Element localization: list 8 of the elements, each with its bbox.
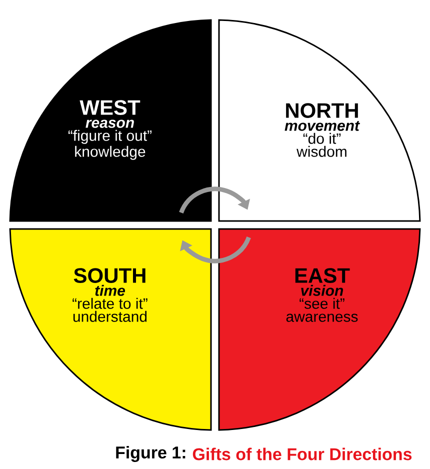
quadrant: WEST reason “figure it out” knowledge — [9, 19, 212, 222]
quadrant: EAST vision “see it” awareness — [218, 228, 421, 431]
figure-label: Figure 1: — [116, 446, 186, 462]
caption: Gifts of the Four Directions — [192, 448, 412, 460]
quadrant: NORTH movement “do it” wisdom — [218, 19, 421, 222]
curved-arrow — [179, 186, 250, 214]
quadrant: SOUTH time “relate to it” understand — [9, 228, 212, 431]
curved-arrow — [180, 236, 251, 264]
